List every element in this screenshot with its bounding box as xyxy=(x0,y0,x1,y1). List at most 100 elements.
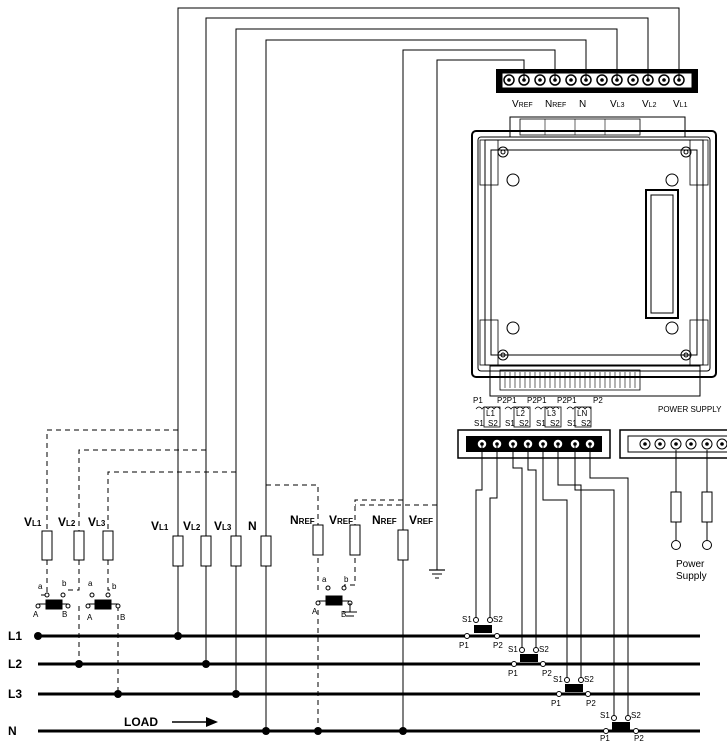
bus-label-l3: L3 xyxy=(8,687,22,701)
field-ct-n xyxy=(603,715,639,734)
fuse-left-vl1-sub: L1 xyxy=(32,519,42,528)
test-switch-ref xyxy=(315,585,357,617)
meter-pcb-teeth xyxy=(504,372,636,388)
svg-text:VL1: VL1 xyxy=(24,515,42,529)
ct-n-p1: P1 xyxy=(600,734,610,742)
ct-s-label-7: S2 xyxy=(581,419,591,428)
term-nref-sub: REF xyxy=(552,102,566,109)
power-supply-header: POWER SUPPLY xyxy=(658,405,722,414)
ct-s-label-2: S1 xyxy=(505,419,515,428)
svg-text:NREF: NREF xyxy=(545,99,566,110)
meter-term-screw-core-10 xyxy=(662,78,666,82)
ct-l3-s2: S2 xyxy=(584,675,594,684)
fuse-ref-nref-2-sub: REF xyxy=(381,517,397,526)
svg-text:VL1: VL1 xyxy=(151,519,169,533)
term-vl2-sub: L2 xyxy=(649,102,657,109)
ct-secondary-wires xyxy=(475,444,629,716)
ct-s-label-4: S1 xyxy=(536,419,546,428)
ct-n-s2: S2 xyxy=(631,711,641,720)
fuse-ref-nref-1-sub: REF xyxy=(299,517,315,526)
fuse-ref-vref-2-sub: REF xyxy=(417,517,433,526)
ct-terminal-block xyxy=(457,429,611,459)
ps-term-screw-core-0 xyxy=(643,442,647,446)
bus-label-n: N xyxy=(8,724,17,738)
switch-ref-A-label: A xyxy=(312,607,318,616)
ps-term-screw-core-3 xyxy=(689,442,693,446)
meter-screw-holes xyxy=(497,146,692,361)
meter-terminal-labels: VREF NREF N VL3 VL2 VL1 xyxy=(512,99,688,110)
ps-term-screw-core-2 xyxy=(674,442,678,446)
field-ct-l3 xyxy=(556,677,591,697)
power-supply-line1: Power xyxy=(676,559,705,570)
ct-n-s1: S1 xyxy=(600,711,610,720)
svg-text:VL3: VL3 xyxy=(88,515,106,529)
field-ct-l2 xyxy=(511,647,546,667)
ct-top-label-0: P1 xyxy=(473,396,483,405)
ct-l1-p1: P1 xyxy=(459,641,469,650)
ct-s-label-1: S2 xyxy=(488,419,498,428)
fuse-ref-vref-1 xyxy=(349,524,361,556)
svg-text:NREF: NREF xyxy=(290,513,315,527)
ct-name-l2: L2 xyxy=(516,409,525,418)
svg-text:VL1: VL1 xyxy=(673,99,688,110)
ct-top-label-3: P2P1 xyxy=(557,396,577,405)
ct-l2-s2: S2 xyxy=(539,645,549,654)
ct-s-label-5: S2 xyxy=(550,419,560,428)
svg-text:VREF: VREF xyxy=(409,513,433,527)
meter-term-screw-core-6 xyxy=(600,78,604,82)
fuse-mid-vl1-main: V xyxy=(151,519,159,533)
ct-s-label-0: S1 xyxy=(474,419,484,428)
ct-l3-s1: S1 xyxy=(553,675,563,684)
meter-voltage-terminal-block xyxy=(496,69,698,93)
fuse-left-vl2-main: V xyxy=(58,515,66,529)
test-switch-left-1 xyxy=(35,592,71,610)
bus-label-l1: L1 xyxy=(8,629,22,643)
meter-term-screw-core-0 xyxy=(507,78,511,82)
ct-s-label-6: S1 xyxy=(567,419,577,428)
fuse-ref-nref-1 xyxy=(312,524,324,556)
term-vl3-sub: L3 xyxy=(617,102,625,109)
ct-l1-p2: P2 xyxy=(493,641,503,650)
fuse-mid-vl3 xyxy=(230,535,242,567)
fuse-mid-vl3-main: V xyxy=(214,519,222,533)
fuse-mid-vl1-sub: L1 xyxy=(159,523,169,532)
fuse-mid-vl1 xyxy=(172,535,184,567)
load-arrow-icon xyxy=(172,717,218,727)
term-vl1-sub: L1 xyxy=(680,102,688,109)
svg-text:NREF: NREF xyxy=(372,513,397,527)
svg-text:VL2: VL2 xyxy=(183,519,201,533)
field-ct-l1 xyxy=(464,617,500,639)
ct-internal-coils xyxy=(475,406,592,428)
ct-l3-p2: P2 xyxy=(586,699,596,708)
switch-ref-b-label: b xyxy=(344,575,349,584)
fuse-left-vl2-sub: L2 xyxy=(66,519,76,528)
switch-ref-a-label: a xyxy=(322,575,327,584)
fuse-mid-vl2 xyxy=(200,535,212,567)
voltage-wires xyxy=(177,7,680,731)
fuse-ref-vref-1-main: V xyxy=(329,513,337,527)
fuse-ref-nref-2 xyxy=(397,529,409,561)
ct-l1-s2: S2 xyxy=(493,615,503,624)
switch2-b-label: b xyxy=(112,582,117,591)
ct-s-label-3: S2 xyxy=(519,419,529,428)
ct-l1-s1: S1 xyxy=(462,615,472,624)
dashed-switch-wires xyxy=(38,429,437,731)
term-vl1-main: V xyxy=(673,99,680,110)
switch-ref-B-label: B xyxy=(341,610,346,619)
ct-name-l1: L1 xyxy=(486,409,495,418)
fuse-left-vl3-sub: L3 xyxy=(96,519,106,528)
ct-l2-p2: P2 xyxy=(542,669,552,678)
meter-term-screw-core-8 xyxy=(631,78,635,82)
switch1-b-label: b xyxy=(62,579,67,588)
fuse-mid-vl3-sub: L3 xyxy=(222,523,232,532)
fuse-left-vl3 xyxy=(102,530,114,561)
fuse-ref-vref-1-sub: REF xyxy=(337,517,353,526)
fuse-ref-vref-2-main: V xyxy=(409,513,417,527)
fuse-mid-vl2-sub: L2 xyxy=(191,523,201,532)
ps-term-screw-core-1 xyxy=(658,442,662,446)
switch2-a-label: a xyxy=(88,579,93,588)
junction-dots xyxy=(75,632,407,735)
svg-text:VL3: VL3 xyxy=(214,519,232,533)
term-vref-sub: REF xyxy=(519,102,533,109)
power-supply-terminal-block xyxy=(619,429,727,459)
